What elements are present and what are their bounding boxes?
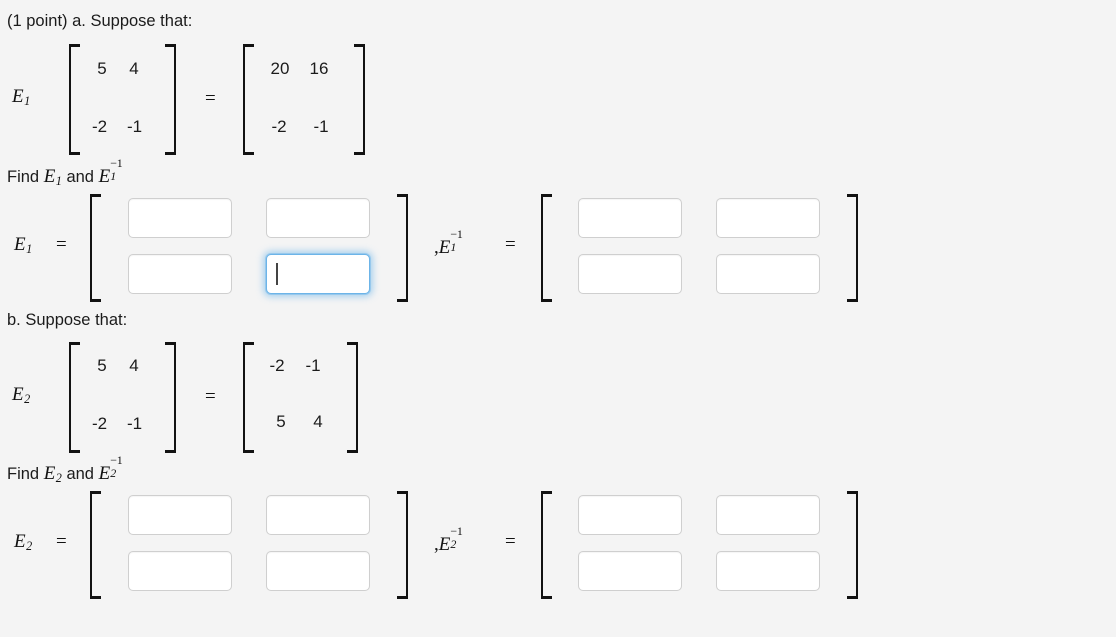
part-b-result-cell-r0c0: -2	[269, 356, 285, 375]
part-a-answer-right-bracket-left	[541, 194, 554, 302]
part-a-answer-left-bracket-left	[90, 194, 103, 302]
part-a-given-cell-r1c0: -2	[91, 117, 108, 136]
part-b-e2inv-input-r0c1[interactable]	[716, 495, 820, 535]
part-a-lhs-label: E1	[12, 86, 30, 109]
part-b-given-bracket-right	[163, 342, 176, 453]
part-a-e1inv-input-r0c1[interactable]	[716, 198, 820, 238]
part-b-result-cell-r1c1: 4	[313, 412, 323, 431]
part-a-e1inv-input-r0c0[interactable]	[578, 198, 682, 238]
part-b-find-first: E2	[43, 463, 62, 486]
part-b-e2inv-input-r1c0[interactable]	[578, 551, 682, 591]
part-b-e2inv-input-r1c1[interactable]	[716, 551, 820, 591]
part-b-e2-input-r0c0[interactable]	[128, 495, 232, 535]
part-b-e2-input-r1c1[interactable]	[266, 551, 370, 591]
part-b-result-bracket-left	[243, 342, 256, 453]
part-a-answer-left-bracket-right	[395, 194, 408, 302]
part-a-result-bracket-left	[243, 44, 256, 155]
part-b-answer-left-label: E2	[14, 531, 33, 554]
part-b-find-prefix: Find	[7, 465, 44, 483]
part-a-find-first: E1	[43, 166, 62, 189]
part-a-e1inv-input-r1c0[interactable]	[578, 254, 682, 294]
part-a-given-bracket-left	[69, 44, 82, 155]
part-a-answer-right-equals: =	[505, 234, 516, 255]
part-a-result-cell-r1c1: -1	[313, 117, 329, 136]
part-b-result-cell-r0c1: -1	[305, 356, 321, 375]
part-b-result-bracket-right	[345, 342, 358, 453]
text-caret	[276, 263, 278, 285]
part-b-lhs-label: E2	[12, 384, 31, 407]
part-b-answer-right-bracket-right	[845, 491, 858, 599]
part-b-given-cell-r1c1: -1	[126, 414, 143, 433]
part-a-find-middle: and	[61, 168, 99, 186]
part-b-answer-right-bracket-left	[541, 491, 554, 599]
part-b-given-cell-r0c0: 5	[97, 356, 107, 375]
part-a-given-cell-r0c0: 5	[97, 59, 107, 78]
part-b-given-cell-r0c1: 4	[129, 356, 139, 375]
part-a-result-cell-r0c0: 20	[270, 59, 290, 78]
part-a-heading: (1 point) a. Suppose that:	[7, 12, 193, 30]
part-b-answer-left-bracket-left	[90, 491, 103, 599]
part-b-equals: =	[205, 386, 216, 407]
part-a-result-cell-r0c1: 16	[309, 59, 329, 78]
part-a-e1-input-r1c1[interactable]	[266, 254, 370, 294]
part-a-lhs-letter: E	[12, 86, 24, 107]
part-a-result-bracket-right	[352, 44, 365, 155]
part-a-result-cell-r1c0: -2	[271, 117, 287, 136]
part-a-answer-left-label: E1	[14, 234, 33, 257]
part-b-heading: b. Suppose that:	[7, 311, 128, 329]
part-b-e2inv-input-r0c0[interactable]	[578, 495, 682, 535]
part-a-given-cell-r1c1: -1	[126, 117, 143, 136]
part-a-given-bracket-right	[163, 44, 176, 155]
part-a-e1-input-r0c0[interactable]	[128, 198, 232, 238]
part-b-given-bracket-left	[69, 342, 82, 453]
part-b-answer-left-bracket-right	[395, 491, 408, 599]
part-a-lhs-subscript: 1	[24, 94, 31, 109]
part-b-answer-left-equals: =	[56, 531, 67, 552]
part-a-e1inv-input-r1c1[interactable]	[716, 254, 820, 294]
part-b-e2-input-r0c1[interactable]	[266, 495, 370, 535]
part-b-find-middle: and	[61, 465, 99, 483]
part-b-given-cell-r1c0: -2	[91, 414, 108, 433]
part-a-answer-right-bracket-right	[845, 194, 858, 302]
part-a-answer-left-equals: =	[56, 234, 67, 255]
part-b-answer-right-equals: =	[505, 531, 516, 552]
part-a-equals: =	[205, 88, 216, 109]
part-a-e1-input-r0c1[interactable]	[266, 198, 370, 238]
part-a-e1-input-r1c0[interactable]	[128, 254, 232, 294]
part-b-e2-input-r1c0[interactable]	[128, 551, 232, 591]
part-b-result-cell-r1c0: 5	[276, 412, 286, 431]
part-a-find-prefix: Find	[7, 168, 44, 186]
part-a-given-cell-r0c1: 4	[129, 59, 139, 78]
